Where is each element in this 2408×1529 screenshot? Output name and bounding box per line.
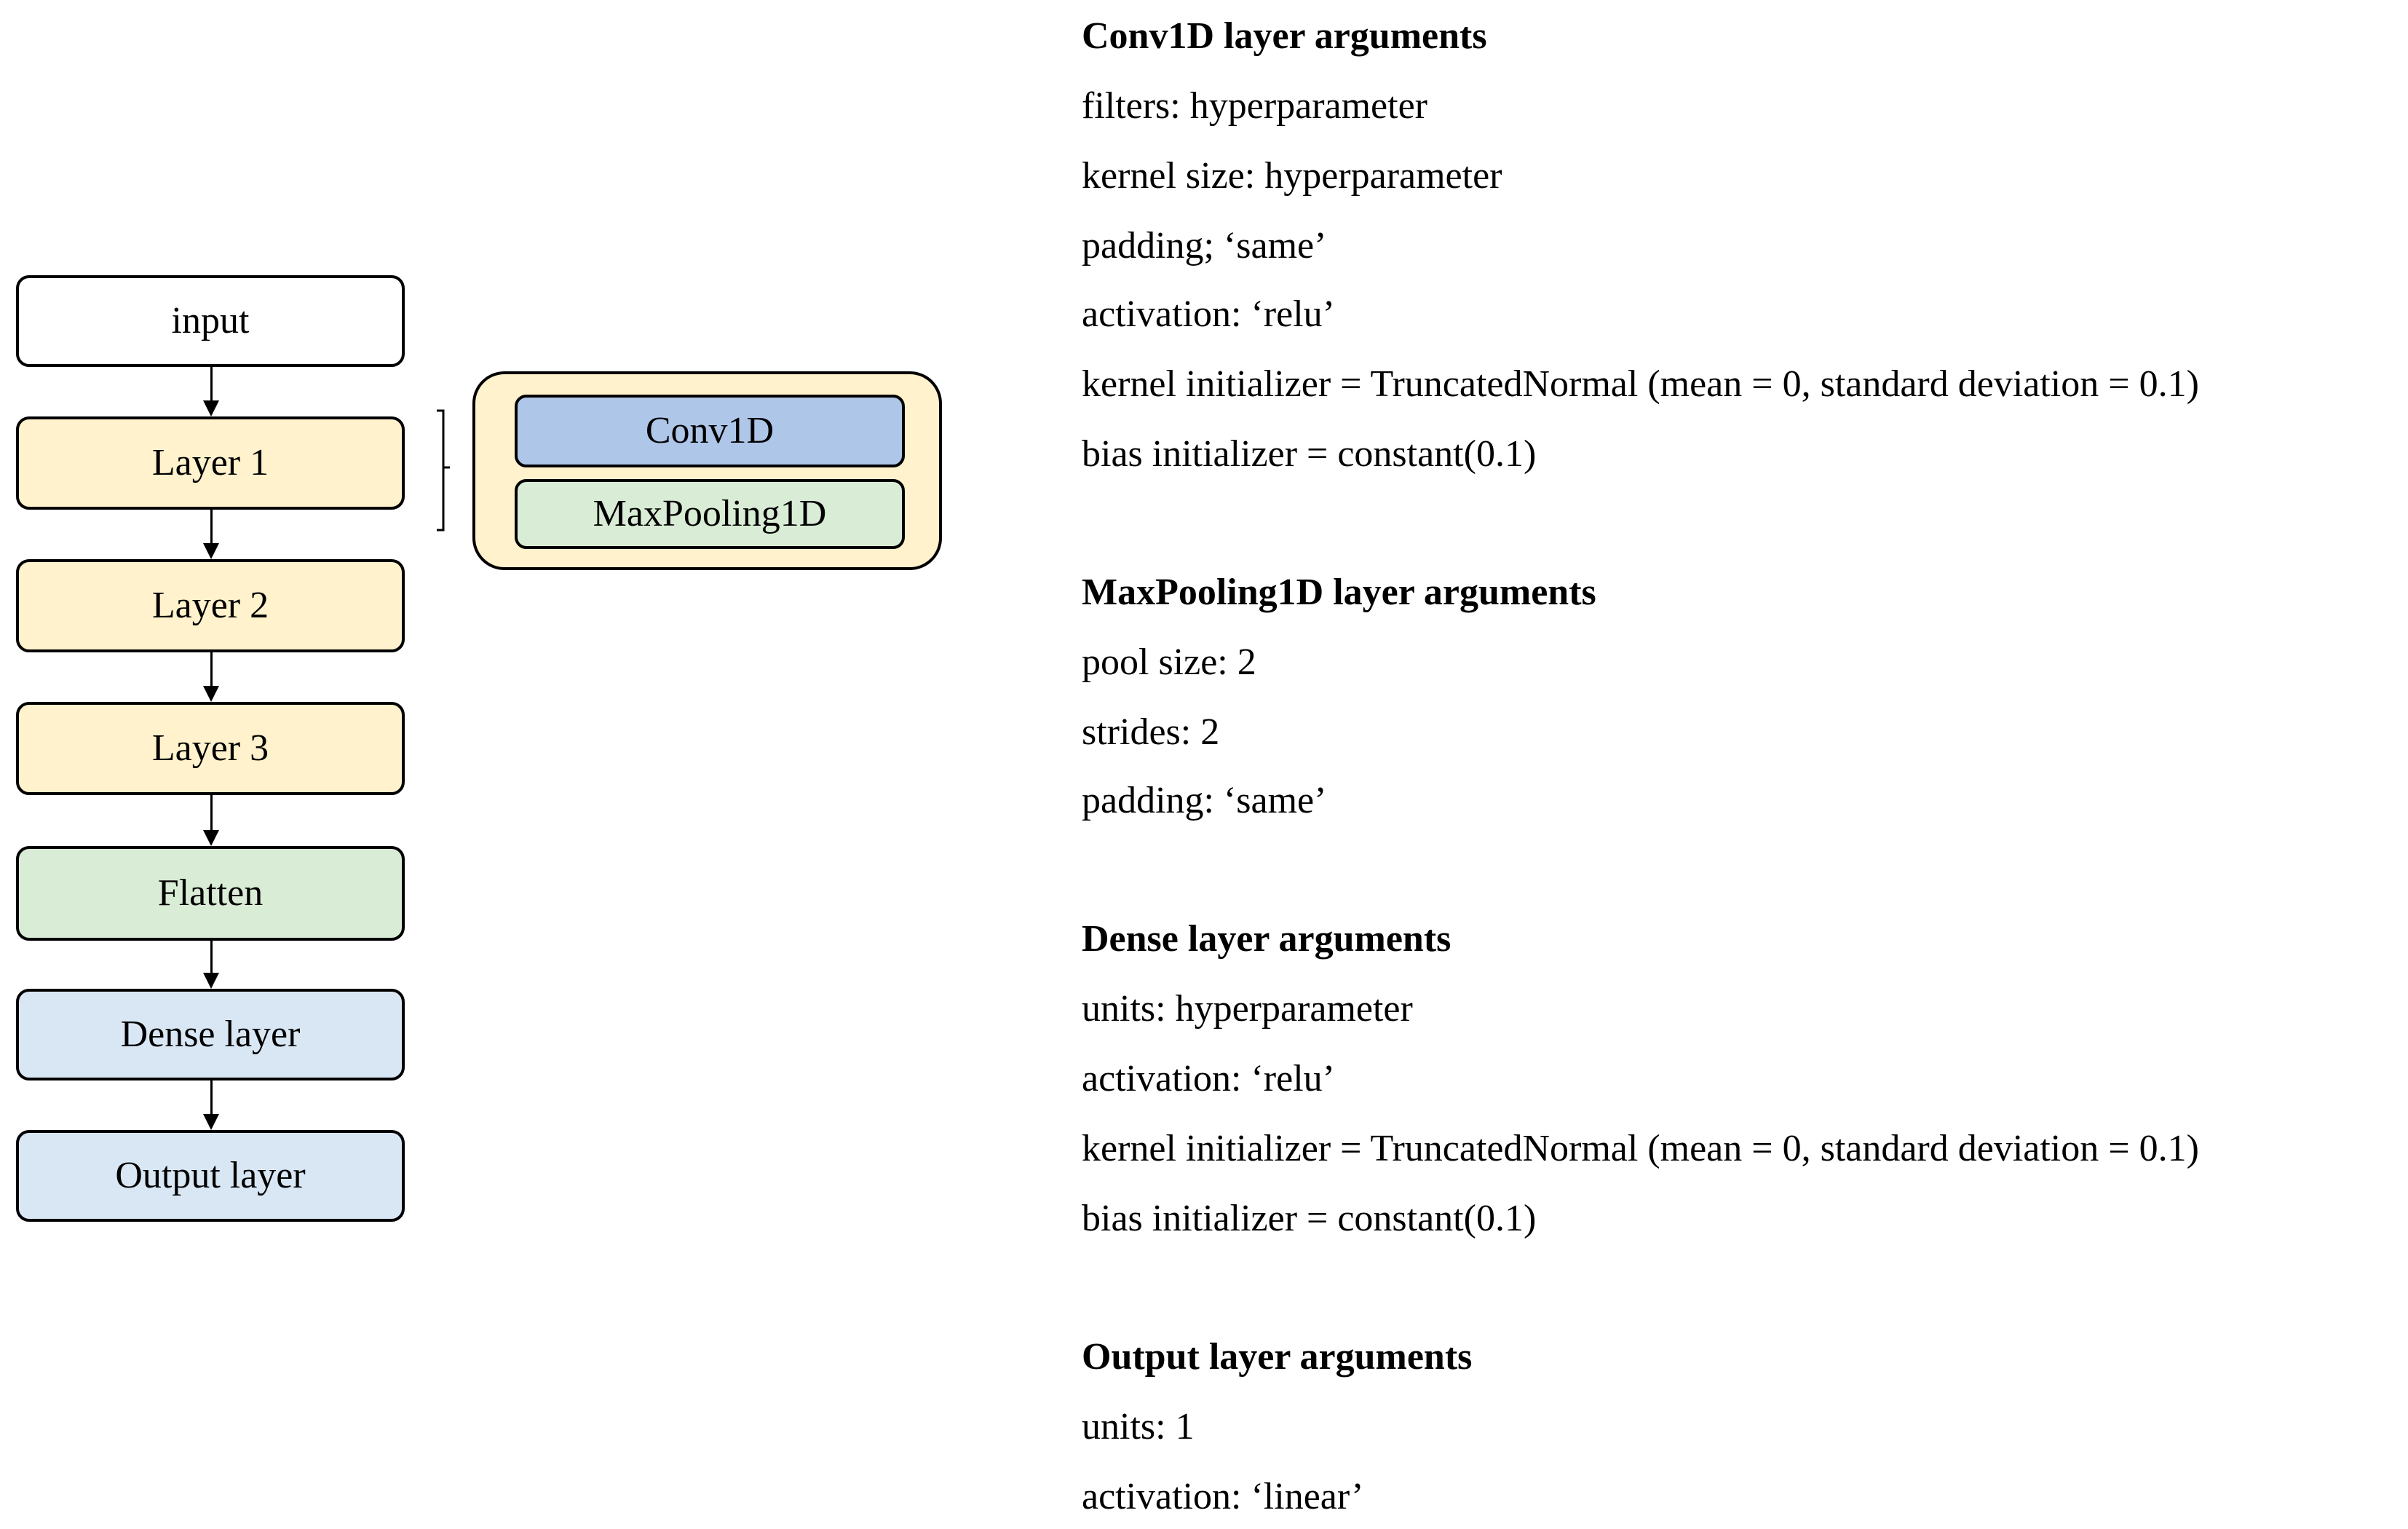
conv1d-argument: bias initializer = constant(0.1) <box>1082 433 1537 475</box>
layer-3-box: Layer 3 <box>16 702 405 795</box>
dense-layer-label: Dense layer <box>120 1014 301 1055</box>
output-arguments-heading: Output layer arguments <box>1082 1336 1473 1378</box>
dense-arguments-heading: Dense layer arguments <box>1082 918 1451 960</box>
maxpooling1d-label: MaxPooling1D <box>593 493 827 534</box>
flatten-label: Flatten <box>157 872 264 914</box>
dense-argument: activation: ‘relu’ <box>1082 1058 1335 1099</box>
conv1d-argument: kernel initializer = TruncatedNormal (me… <box>1082 363 2199 405</box>
maxpooling1d-argument: strides: 2 <box>1082 711 1220 753</box>
output-layer-label: Output layer <box>115 1155 306 1196</box>
input-label: input <box>171 300 250 341</box>
layer-2-label: Layer 2 <box>151 585 269 626</box>
conv1d-argument: kernel size: hyperparameter <box>1082 155 1502 197</box>
conv1d-argument: activation: ‘relu’ <box>1082 293 1335 335</box>
maxpooling1d-box: MaxPooling1D <box>515 479 905 549</box>
conv1d-label: Conv1D <box>645 410 775 451</box>
flatten-box: Flatten <box>16 846 405 941</box>
layer-3-label: Layer 3 <box>151 727 269 769</box>
layer-detail-bracket <box>437 409 450 532</box>
layer-2-box: Layer 2 <box>16 559 405 652</box>
maxpooling1d-argument: padding: ‘same’ <box>1082 780 1327 821</box>
maxpooling1d-argument: pool size: 2 <box>1082 641 1256 683</box>
output-argument: activation: ‘linear’ <box>1082 1476 1364 1517</box>
maxpooling1d-arguments-heading: MaxPooling1D layer arguments <box>1082 572 1596 613</box>
output-layer-box: Output layer <box>16 1130 405 1222</box>
layer-detail-group: Conv1D MaxPooling1D <box>472 371 942 570</box>
dense-layer-box: Dense layer <box>16 989 405 1080</box>
dense-argument: kernel initializer = TruncatedNormal (me… <box>1082 1128 2199 1169</box>
layer-1-box: Layer 1 <box>16 416 405 510</box>
conv1d-argument: filters: hyperparameter <box>1082 85 1427 127</box>
dense-argument: units: hyperparameter <box>1082 988 1413 1030</box>
conv1d-box: Conv1D <box>515 395 905 467</box>
dense-argument: bias initializer = constant(0.1) <box>1082 1198 1537 1239</box>
output-argument: units: 1 <box>1082 1406 1195 1447</box>
input-box: input <box>16 275 405 367</box>
layer-1-label: Layer 1 <box>151 442 269 483</box>
conv1d-arguments-heading: Conv1D layer arguments <box>1082 15 1487 57</box>
conv1d-argument: padding; ‘same’ <box>1082 225 1327 266</box>
